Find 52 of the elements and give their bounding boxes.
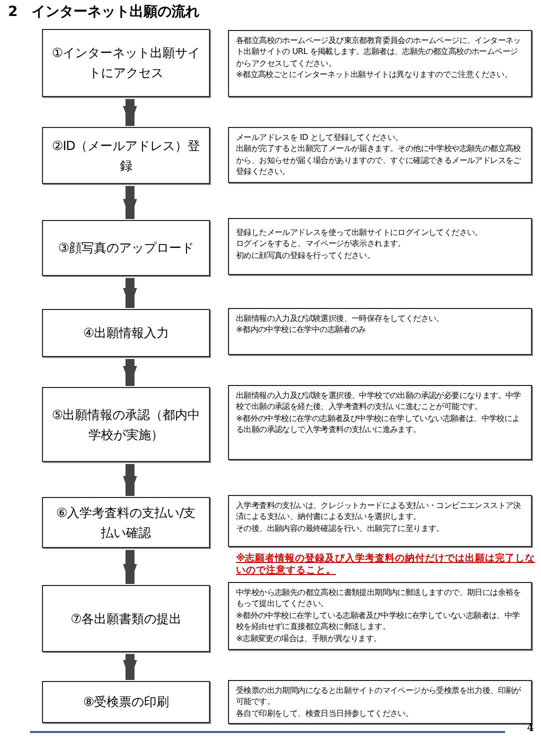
description-text: メールアドレスを ID として登録してください。 bbox=[236, 132, 404, 144]
description-text: 出願情報の入力及び試験選択後、一時保存をしてください。 bbox=[236, 313, 445, 324]
description-text: 登録したメールアドレスを使って出願サイトにログインしてください。 bbox=[236, 227, 484, 238]
down-arrow bbox=[123, 464, 137, 496]
down-arrow bbox=[123, 186, 137, 219]
description-text: 初めに顔写真の登録を行ってください。 bbox=[236, 250, 376, 262]
page-title: 2 インターネット出願の流れ bbox=[8, 3, 200, 21]
description-box bbox=[228, 308, 532, 355]
description-text: 受検票の出力期間内になると出願サイトのマイページから受検票を出力後、印刷が可能です。 bbox=[236, 685, 522, 708]
down-arrow bbox=[123, 278, 137, 308]
description-text: 出願が完了すると出願完了メールが届きます。その他に中学校や志願先の都立高校から、お知らせが届く場合がありますので、すぐに確認できるメールアドレスをご登録ください。 bbox=[236, 143, 522, 178]
description-text: 各自で印刷をして、検査日当日持参してください。 bbox=[236, 708, 414, 720]
down-arrow bbox=[123, 99, 137, 126]
description-box bbox=[228, 582, 532, 650]
step-box bbox=[42, 29, 210, 97]
description-box bbox=[228, 218, 532, 275]
step-box bbox=[42, 387, 210, 462]
description-box bbox=[228, 127, 532, 183]
warning-note: ※志願者情報の登録及び入学考査料の納付だけでは出願は完了しないので注意すること。 bbox=[236, 553, 536, 577]
description-box bbox=[228, 680, 532, 724]
description-text: ※都内の中学校に在学中の志願者のみ bbox=[236, 324, 367, 336]
step-label: ④出願情報入力 bbox=[83, 324, 169, 342]
down-arrow bbox=[123, 550, 137, 584]
description-text: 各都立高校のホームページ及び東京都教育委員会のホームページに、インターネット出願サイトの URL を掲載します。志願者は、志願先の都立高校のホームページからアクセスしてください。 bbox=[236, 35, 522, 70]
down-arrow bbox=[123, 654, 137, 680]
description-box bbox=[228, 30, 532, 97]
description-text: ※都外の中学校に在学している志願者及び中学校に在学していない志願者は、中学校を経由せずに直接都立高校に郵送します。 bbox=[236, 610, 521, 633]
description-text: ※都外の中学校に在学の志願者及び中学校に在学していない志願者は、中学校による出願の承認なしで入学考査料の支払いに進みます。 bbox=[236, 412, 521, 436]
description-text: ※都立高校ごとにインターネット出願サイトは異なりますのでご注意ください。 bbox=[236, 69, 514, 81]
description-text: 中学校から志願先の都立高校に書類提出期間内に郵送しますので、期日には余裕をもって提出してください。 bbox=[236, 587, 522, 610]
step-box bbox=[42, 585, 210, 652]
step-label: ⑧受検票の印刷 bbox=[83, 693, 169, 711]
description-text: その後、出願内容の最終確認を行い、出願完了に至ります。 bbox=[236, 522, 445, 534]
page-number: 4 bbox=[527, 723, 534, 734]
description-text: 入学考査料の支払いは、クレジットカードによる支払い・コンビニエンスストア決済による支払い、納付書による支払いを選択します。 bbox=[236, 500, 522, 523]
down-arrow bbox=[123, 359, 137, 386]
step-box bbox=[42, 497, 210, 548]
step-box bbox=[42, 220, 210, 276]
step-label: ③顔写真のアップロード bbox=[58, 239, 194, 257]
step-label: ①インターネット出願サイトにアクセス bbox=[51, 44, 201, 82]
step-label: ⑥入学考査料の支払い/支払い確認 bbox=[55, 504, 197, 542]
step-box bbox=[42, 309, 210, 357]
description-text: ログインをすると、マイページが表示されます。 bbox=[236, 238, 406, 250]
step-box bbox=[42, 681, 210, 723]
description-text: ※志願変更の場合は、手順が異なります。 bbox=[236, 632, 382, 644]
description-box bbox=[228, 495, 532, 547]
step-label: ⑤出願情報の承認（都内中学校が実施） bbox=[51, 406, 201, 444]
description-text: 出願情報の入力及び試験を選択後、中学校での出願の承認が必要になります。中学校で出願の承認を経た後、入学考査料の支払いに進むことが可能です。 bbox=[236, 390, 522, 413]
step-label: ⑦各出願書類の提出 bbox=[70, 610, 182, 628]
description-box bbox=[228, 385, 532, 460]
step-box bbox=[42, 127, 210, 184]
step-label: ②ID（メールアドレス）登録 bbox=[51, 136, 201, 174]
